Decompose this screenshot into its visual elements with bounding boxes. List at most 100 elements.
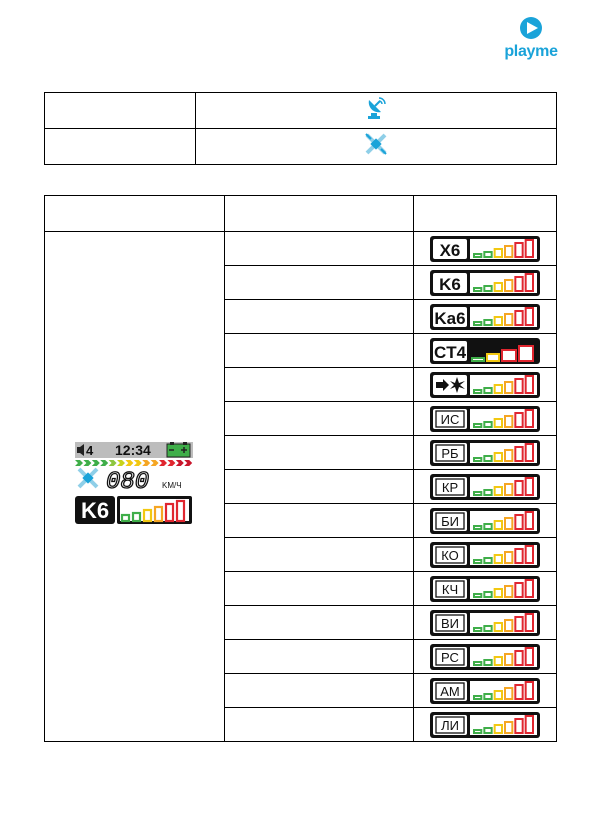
signal-bar xyxy=(514,615,524,632)
signal-icon-cell: КО xyxy=(413,537,557,572)
signal-bar xyxy=(514,377,524,394)
table-row: ИС xyxy=(45,401,557,436)
signal-bar xyxy=(493,621,504,632)
table-cell xyxy=(195,92,557,129)
signal-bar xyxy=(473,558,483,564)
signal-bar xyxy=(493,281,504,292)
band-label: K6 xyxy=(81,498,109,523)
speed-chevron xyxy=(117,460,126,466)
satellite-dish-icon xyxy=(368,97,386,119)
signal-bars xyxy=(470,238,538,259)
signal-indicator-8: КР xyxy=(430,473,541,500)
signal-bar xyxy=(493,655,504,666)
signal-bars xyxy=(470,578,538,599)
signal-bar xyxy=(473,286,483,292)
signal-bar xyxy=(483,726,493,734)
signal-bar xyxy=(524,374,535,394)
signal-bar xyxy=(483,692,493,700)
signal-bar xyxy=(165,502,175,523)
signal-bar xyxy=(493,519,504,530)
row-description xyxy=(223,401,415,436)
signal-bar xyxy=(504,550,514,564)
volume-level: 4 xyxy=(86,443,94,458)
signal-indicator-12: ВИ xyxy=(430,609,541,636)
speed-chevron xyxy=(134,460,143,466)
signal-bar xyxy=(473,456,483,462)
signal-bar xyxy=(524,578,535,598)
band-code-label: РС xyxy=(441,650,459,665)
signal-bar xyxy=(473,490,483,496)
signal-indicator-1: X6 xyxy=(430,235,541,262)
row-description xyxy=(223,231,415,266)
signal-indicator-13: РС xyxy=(430,643,541,670)
signal-bars xyxy=(117,496,193,524)
row-description xyxy=(223,503,415,538)
row-description xyxy=(223,605,415,640)
signal-icon-cell: CT4 xyxy=(413,333,557,368)
signal-icon-cell: ВИ xyxy=(413,605,557,640)
table-row xyxy=(45,367,557,402)
device-display-screen: 4 12:34 xyxy=(75,442,194,524)
band-code-label: ИС xyxy=(441,412,460,427)
clock-time: 12:34 xyxy=(115,442,151,458)
signal-bar xyxy=(524,272,535,292)
table-cell xyxy=(44,92,196,129)
signal-bar xyxy=(483,658,493,666)
signal-bar xyxy=(514,581,524,598)
signal-bar xyxy=(514,513,524,530)
signals-table: 4 12:34 xyxy=(44,195,557,742)
signal-bar xyxy=(514,411,524,428)
signal-bars xyxy=(470,272,538,293)
speed-chevron xyxy=(142,460,151,466)
signal-bars xyxy=(470,476,538,497)
signal-bar xyxy=(473,728,483,734)
signal-bar xyxy=(514,547,524,564)
signal-indicator-6: ИС xyxy=(430,405,541,432)
table-row: ЛИ xyxy=(45,707,557,742)
band-code-label: ЛИ xyxy=(441,718,459,733)
signal-bars xyxy=(470,510,538,531)
table-row: КЧ xyxy=(45,571,557,606)
playme-logo-icon xyxy=(520,17,542,39)
signal-bar xyxy=(504,652,514,666)
band-code-label: ВИ xyxy=(441,616,459,631)
signal-icon-cell xyxy=(413,367,557,402)
table-row: КО xyxy=(45,537,557,572)
signal-bar xyxy=(514,241,524,258)
signal-bars xyxy=(470,544,538,565)
signal-bars xyxy=(470,408,538,429)
signal-bar xyxy=(514,649,524,666)
signal-bar xyxy=(483,284,493,292)
signal-icon-cell: КР xyxy=(413,469,557,504)
signal-bar xyxy=(504,686,514,700)
signal-bar xyxy=(483,420,493,428)
column-header xyxy=(44,195,225,232)
mode-icons-table xyxy=(44,92,557,165)
signal-bar xyxy=(176,499,186,523)
signal-bar xyxy=(524,544,535,564)
speed-value: 080 xyxy=(106,469,149,496)
speed-unit: KM/Ч xyxy=(162,481,182,490)
signal-bar xyxy=(493,553,504,564)
table-row xyxy=(44,92,557,129)
signal-indicator-7: РБ xyxy=(430,439,541,466)
signal-bar xyxy=(524,510,535,530)
signal-bar xyxy=(504,312,514,326)
signal-bar xyxy=(493,383,504,394)
laser-icon xyxy=(433,374,468,395)
row-description xyxy=(223,571,415,606)
row-description xyxy=(223,333,415,368)
table-cell xyxy=(44,128,196,165)
row-description xyxy=(223,265,415,300)
speed-chevron xyxy=(125,460,134,466)
signal-bar xyxy=(483,386,493,394)
signal-bar xyxy=(493,247,504,258)
signal-bar xyxy=(473,626,483,632)
display-example-cell: 4 12:34 xyxy=(44,231,225,742)
speed-chevron xyxy=(100,460,109,466)
band-code-label: АМ xyxy=(440,684,460,699)
signal-bar xyxy=(493,315,504,326)
signal-bar xyxy=(504,482,514,496)
signal-icon-cell: ЛИ xyxy=(413,707,557,742)
table-header-row xyxy=(44,195,557,232)
